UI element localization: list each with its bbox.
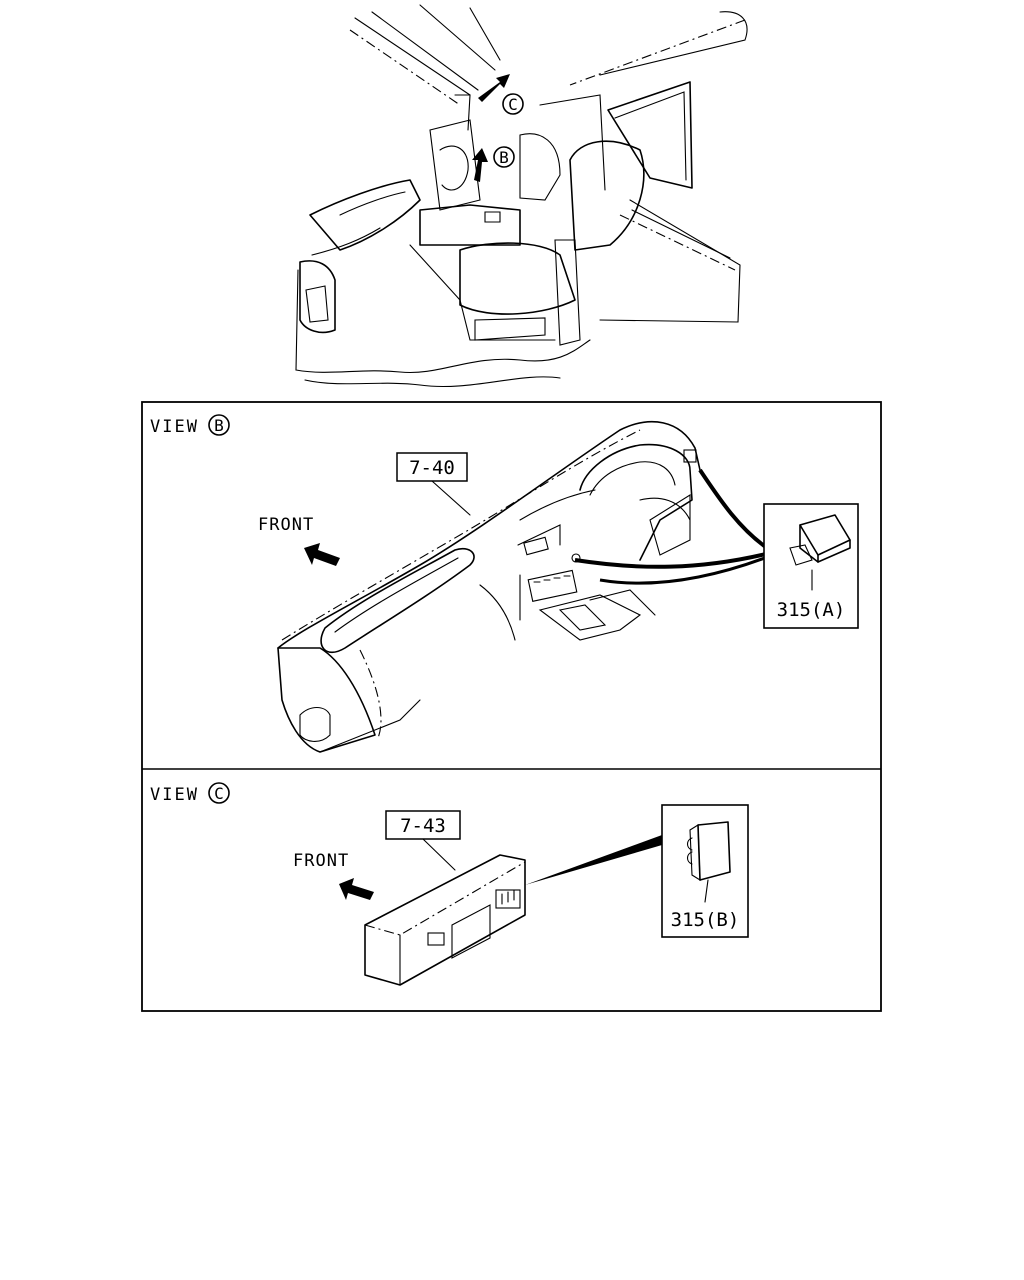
marker-c-circle: [502, 93, 524, 115]
view-c-part-ref: 7-43: [400, 815, 446, 837]
interior-overview: C B: [295, 4, 748, 388]
view-c-marker: C: [214, 784, 224, 803]
view-c-ref-box: [385, 810, 461, 840]
arrow-b-icon: [472, 148, 488, 182]
view-c-front-label: FRONT: [293, 851, 349, 871]
view-c-title: VIEW: [150, 785, 199, 805]
view-c-panel: VIEW C 7-43 FRONT 315(B): [150, 782, 749, 986]
view-c-front-arrow-icon: [339, 878, 374, 900]
view-b-front-label: FRONT: [258, 515, 314, 535]
view-b-marker: B: [214, 416, 224, 435]
view-c-callout-label: 315(B): [671, 909, 740, 931]
arrow-c-icon: [478, 74, 510, 102]
view-b-callout-label: 315(A): [777, 599, 846, 621]
view-b-front-arrow-icon: [304, 543, 340, 566]
view-b-part-ref: 7-40: [409, 457, 455, 479]
view-b-title: VIEW: [150, 417, 199, 437]
overview-marker-c: C: [508, 95, 518, 114]
view-b-marker-circle: [208, 414, 230, 436]
view-c-marker-circle: [208, 782, 230, 804]
view-b-ref-box: [396, 452, 468, 482]
view-c-callout-box: [661, 804, 749, 938]
marker-b-circle: [493, 146, 515, 168]
view-b-callout-box: [763, 503, 859, 629]
overview-marker-b: B: [499, 148, 509, 167]
views-frame: [141, 401, 882, 1012]
view-b-panel: VIEW B 7-40 FRONT: [150, 414, 859, 753]
